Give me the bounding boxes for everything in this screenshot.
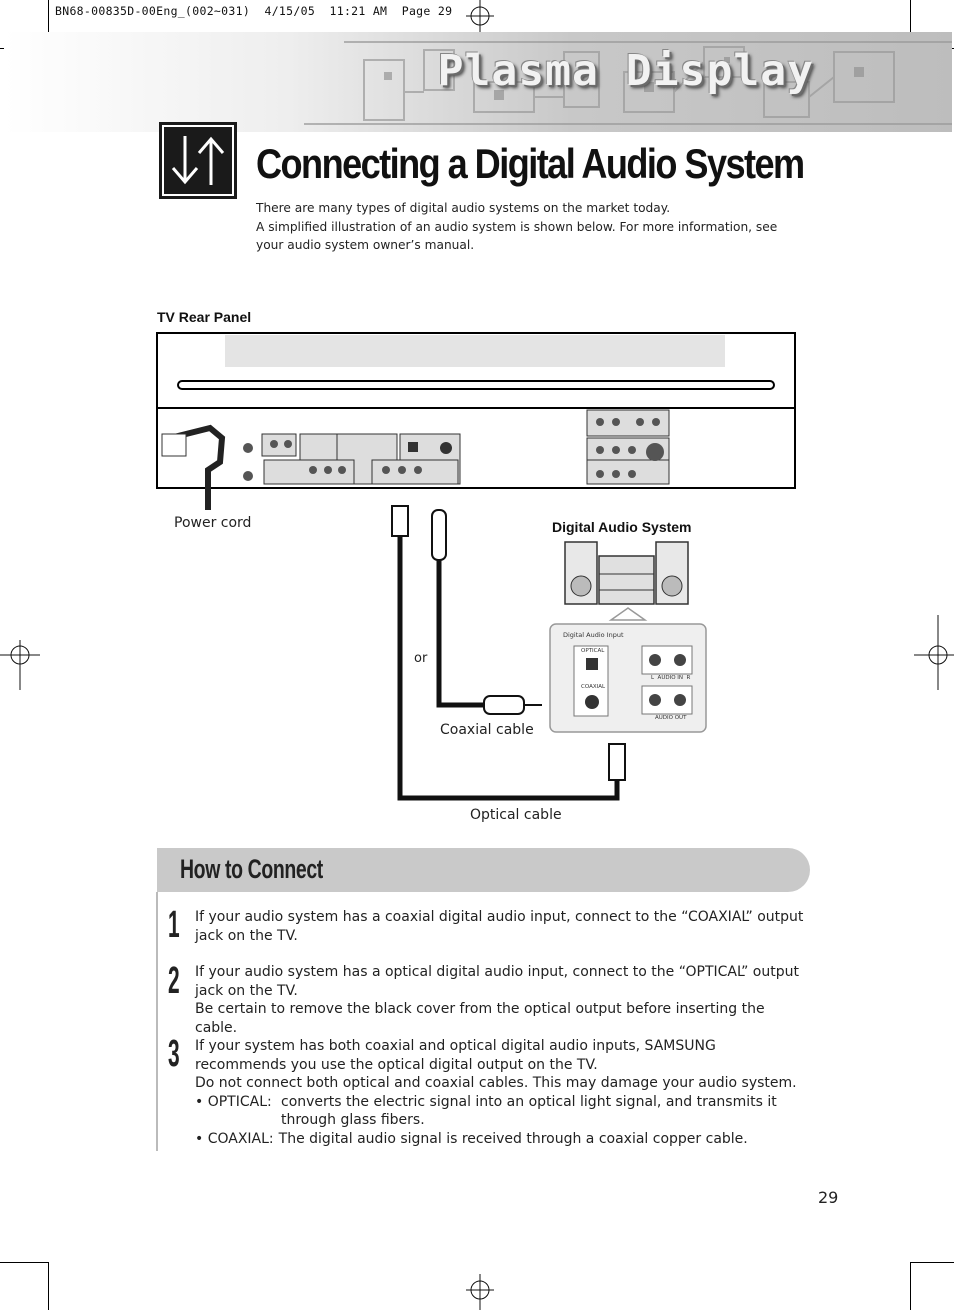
power-cord-label: Power cord (174, 515, 252, 531)
coaxial-cable (436, 560, 484, 708)
bullet-text: converts the electric signal into an opt… (281, 1093, 777, 1129)
connection-arrows-icon (159, 122, 237, 199)
intro-line: A simplified illustration of an audio sy… (256, 219, 778, 253)
audio-in-label: L AUDIO IN R (651, 675, 691, 681)
bullet-optical: • OPTICAL: converts the electric signal … (195, 1093, 810, 1130)
vent-grille (225, 335, 725, 367)
step-line: If your system has both coaxial and opti… (195, 1038, 716, 1073)
crop-mark (48, 0, 49, 48)
print-slug: BN68-00835D-00Eng_(002~031) 4/15/05 11:2… (55, 4, 453, 18)
optical-cable-label: Optical cable (470, 807, 562, 823)
tv-coaxial-jack (440, 442, 452, 454)
step-line: Do not connect both optical and coaxial … (195, 1075, 797, 1091)
step-number: 2 (168, 960, 180, 1002)
audio-coaxial-jack (585, 695, 599, 709)
page-title: Connecting a Digital Audio System (256, 140, 805, 187)
intro-text: There are many types of digital audio sy… (256, 199, 796, 255)
digital-audio-input-label: Digital Audio Input (563, 631, 624, 639)
crop-mark (0, 1262, 48, 1263)
coaxial-plug-tv (431, 509, 447, 561)
crop-mark (48, 1262, 49, 1310)
optical-cable (397, 535, 620, 801)
step-number: 3 (168, 1033, 180, 1075)
bullet-key: • OPTICAL: (195, 1093, 272, 1110)
tv-slot (177, 380, 775, 390)
bullet-text: The digital audio signal is received thr… (278, 1130, 748, 1147)
intro-line: There are many types of digital audio sy… (256, 201, 671, 215)
coaxial-cable-label: Coaxial cable (440, 722, 534, 738)
header-banner (4, 32, 952, 132)
crop-mark (910, 0, 911, 48)
optical-plug-audio (608, 743, 626, 781)
page-number: 29 (818, 1188, 839, 1207)
optical-plug-tv (391, 505, 409, 537)
circuit-pattern (304, 41, 952, 125)
how-to-connect-bar (157, 848, 810, 892)
coaxial-jack-label: COAXIAL (581, 684, 606, 690)
section-rule (156, 892, 158, 1151)
optical-jack-label: OPTICAL (581, 648, 605, 654)
bullet-coaxial: • COAXIAL: The digital audio signal is r… (195, 1130, 810, 1149)
audio-system-illustration (564, 541, 689, 605)
crop-mark (910, 1262, 954, 1263)
how-to-connect-title: How to Connect (180, 854, 323, 884)
audio-out-label: AUDIO OUT (655, 715, 687, 721)
step-1-text: If your audio system has a coaxial digit… (195, 908, 810, 945)
banner-title: Plasma Display (437, 46, 814, 96)
tv-rear-panel-label: TV Rear Panel (157, 309, 252, 325)
step-number: 1 (168, 904, 180, 946)
coaxial-plug-audio (483, 695, 525, 715)
step-3-text: If your system has both coaxial and opti… (195, 1037, 810, 1148)
connection-diagram (156, 332, 796, 801)
crop-mark (910, 1262, 911, 1310)
power-socket (161, 433, 187, 457)
tv-optical-jack (408, 442, 418, 452)
step-line: If your audio system has a optical digit… (195, 964, 799, 999)
step-line: If your audio system has a coaxial digit… (195, 909, 804, 944)
digital-audio-system-label: Digital Audio System (552, 519, 692, 535)
power-cord (169, 424, 226, 510)
bullet-key: • COAXIAL: (195, 1130, 274, 1147)
or-label: or (414, 651, 428, 666)
step-2-text: If your audio system has a optical digit… (195, 963, 810, 1037)
step-line: Be certain to remove the black cover fro… (195, 1001, 765, 1036)
audio-optical-jack (586, 658, 598, 670)
